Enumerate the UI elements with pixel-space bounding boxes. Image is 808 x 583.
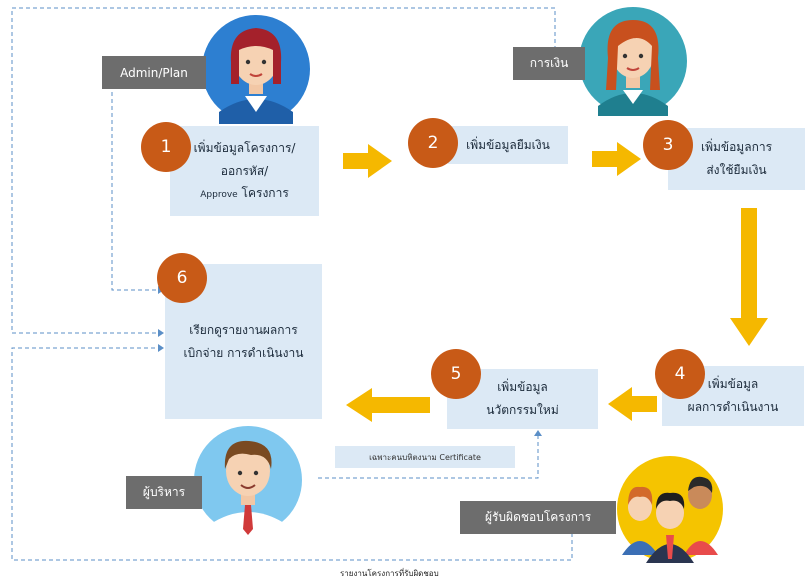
step-3-line-2: ส่งใช้ยืมเงิน <box>706 163 767 177</box>
step-6-number: 6 <box>157 253 207 303</box>
step-4-line-2: ผลการดำเนินงาน <box>687 400 779 414</box>
step-6-line-1: เรียกดูรายงานผลการ <box>189 322 298 337</box>
role-label-finance: การเงิน <box>513 47 585 80</box>
finance-avatar <box>579 7 687 116</box>
step-4-number: 4 <box>655 349 705 399</box>
admin-avatar <box>202 15 310 124</box>
executive-avatar <box>194 426 302 535</box>
role-label-project-owner: ผู้รับผิดชอบโครงการ <box>460 501 616 534</box>
dashed-line-bottom-loop <box>11 347 573 561</box>
step-4-line-1: เพิ่มข้อมูล <box>707 377 759 392</box>
step-1-box: เพิ่มข้อมูลโครงการ/ ออกรหัส/ Approve โคร… <box>170 126 319 216</box>
dashed-arrowhead-3 <box>158 344 164 352</box>
arrow-step3-to-step4 <box>730 208 768 346</box>
role-label-admin: Admin/Plan <box>102 56 206 89</box>
step-1-line-3: Approve โครงการ <box>170 182 319 205</box>
step-2-line-1: เพิ่มข้อมูลยืมเงิน <box>466 137 550 152</box>
project-owner-avatar <box>617 456 723 563</box>
step-1-approve: Approve <box>200 190 238 201</box>
step-1-approve-rest: โครงการ <box>241 186 289 201</box>
dashed-line-executive-to-note <box>318 436 539 479</box>
step-1-line-1: เพิ่มข้อมูลโครงการ/ <box>193 140 296 155</box>
dashed-arrowhead-2 <box>158 329 164 337</box>
dashed-line-top-loop <box>11 7 556 334</box>
step-6-line-2: เบิกจ่าย การดำเนินงาน <box>183 345 304 360</box>
dashed-line-admin-to-step6 <box>111 92 158 291</box>
role-label-executive: ผู้บริหาร <box>126 476 202 509</box>
step-3-number: 3 <box>643 120 693 170</box>
step-2-number: 2 <box>408 118 458 168</box>
dashed-arrowhead-4 <box>534 430 542 436</box>
arrow-step5-to-step6 <box>346 388 430 422</box>
arrow-step4-to-step5 <box>608 387 657 421</box>
step-3-line-1: เพิ่มข้อมูลการ <box>700 140 773 155</box>
step-5-line-1: เพิ่มข้อมูล <box>497 380 548 395</box>
step-5-number: 5 <box>431 349 481 399</box>
step-1-line-2: ออกรหัส/ <box>220 163 269 178</box>
arrow-step1-to-step2 <box>343 144 392 178</box>
step-5-line-2: นวัตกรรมใหม่ <box>486 403 559 417</box>
step-2-box: เพิ่มข้อมูลยืมเงิน <box>448 126 568 164</box>
certificate-note: เฉพาะคนบหิตงนาม Certificate <box>335 446 515 468</box>
arrow-step2-to-step3 <box>592 142 641 176</box>
step-1-number: 1 <box>141 122 191 172</box>
footer-caption: รายงานโครงการที่รับผิดชอบ <box>340 569 439 578</box>
